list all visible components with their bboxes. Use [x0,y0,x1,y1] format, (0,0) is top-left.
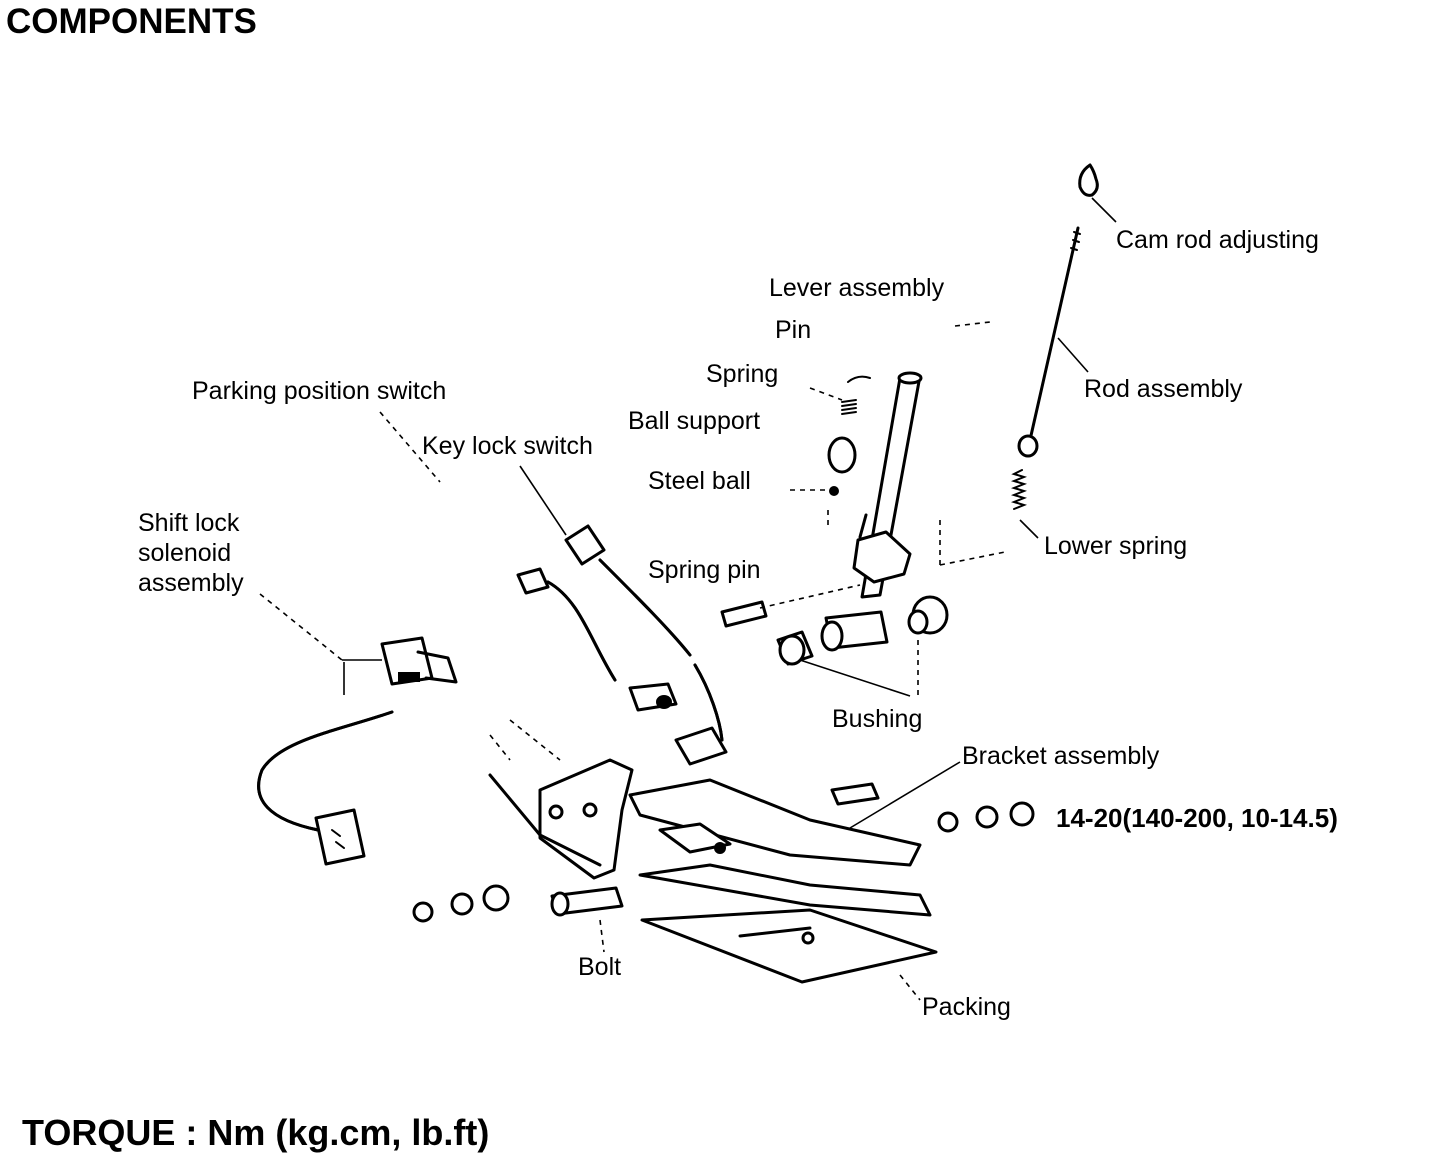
label-bushing: Bushing [832,705,922,733]
label-shift-lock-line3: assembly [138,569,244,597]
label-packing: Packing [922,993,1011,1021]
leader-lines [259,197,1117,1001]
bushing-parts [776,595,949,666]
bolt-right-part [830,782,880,806]
label-bracket-assembly: Bracket assembly [962,742,1160,770]
label-pin: Pin [775,316,811,344]
spring-pin-part [720,584,861,628]
label-key-lock-switch: Key lock switch [422,432,593,460]
left-fasteners [412,884,624,923]
label-lower-spring: Lower spring [1044,532,1187,560]
rod-assembly-part [1017,226,1081,458]
label-parking-position-switch: Parking position switch [192,377,446,405]
ball-support-part [827,436,857,474]
label-lever-assembly: Lever assembly [769,274,945,302]
label-rod-assembly: Rod assembly [1084,375,1243,403]
lever-assembly-part [852,371,923,599]
label-shift-lock-line2: solenoid [138,539,231,567]
bracket-assembly-part [488,758,932,917]
shift-lock-solenoid-part [257,636,458,866]
label-ball-support: Ball support [628,407,760,435]
right-fasteners [937,801,1035,833]
packing-part [640,908,938,984]
lower-spring-part [1010,469,1028,510]
label-spring: Spring [706,360,778,388]
torque-units-note: TORQUE : Nm (kg.cm, lb.ft) [22,1112,490,1153]
parking-position-switch-part [516,567,678,712]
page-title: COMPONENTS [6,2,257,41]
label-steel-ball: Steel ball [648,467,751,495]
key-lock-switch-part [564,524,728,766]
label-spring-pin: Spring pin [648,556,761,584]
spring-part [841,375,871,415]
label-shift-lock-line1: Shift lock [138,509,240,537]
label-torque-value: 14-20(140-200, 10-14.5) [1056,803,1338,833]
label-cam-rod-adjusting: Cam rod adjusting [1116,226,1319,254]
cam-rod-adjusting-part [1078,163,1099,197]
label-bolt: Bolt [578,953,621,981]
steel-ball-part [829,486,839,496]
